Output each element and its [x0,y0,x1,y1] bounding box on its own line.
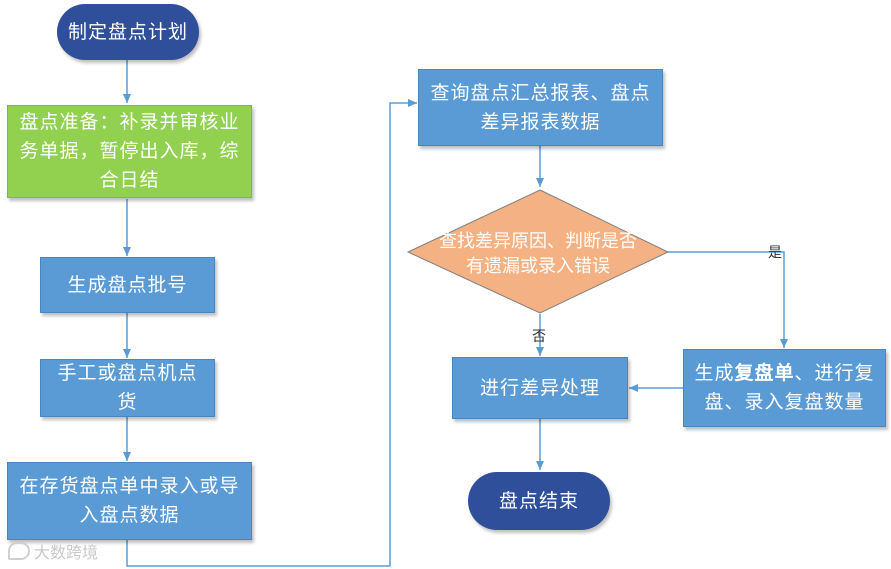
recount-text-bold: 复盘单 [734,362,795,384]
start-node-label: 制定盘点计划 [67,20,188,43]
recount-text-pre: 生成 [694,362,735,384]
count-node: 手工或盘点机点货 [40,359,215,417]
count-node-label: 手工或盘点机点货 [57,362,198,413]
input-node-label: 在存货盘点单中录入或导入盘点数据 [19,475,240,526]
recount-node: 生成复盘单、进行复盘、录入复盘数量 [683,349,886,427]
end-node-label: 盘点结束 [498,489,579,512]
decision-diamond [406,189,670,314]
watermark: 大数跨境 [8,539,98,563]
end-node: 盘点结束 [468,472,610,530]
query-node: 查询盘点汇总报表、盘点差异报表数据 [418,69,663,146]
query-node-label: 查询盘点汇总报表、盘点差异报表数据 [430,81,651,133]
recount-node-label: 生成复盘单、进行复盘、录入复盘数量 [688,359,881,417]
watermark-logo-icon [8,542,30,560]
batch-node: 生成盘点批号 [40,257,215,313]
watermark-text: 大数跨境 [34,543,99,562]
decision-node: 查找差异原因、判断是否有遗漏或录入错误 [408,224,668,284]
arrow-decision-yes-to-recount [668,251,788,348]
decision-node-label: 查找差异原因、判断是否有遗漏或录入错误 [439,231,637,277]
no-label: 否 [532,329,546,345]
batch-node-label: 生成盘点批号 [67,273,188,296]
yes-label: 是 [768,245,782,261]
recount-text-post: 、进行复盘、录入复盘数量 [704,362,875,413]
prepare-node: 盘点准备：补录并审核业务单据，暂停出入库，综合日结 [7,105,252,198]
process-node: 进行差异处理 [452,357,628,419]
input-node: 在存货盘点单中录入或导入盘点数据 [7,462,252,540]
prepare-node-label: 盘点准备：补录并审核业务单据，暂停出入库，综合日结 [19,111,240,191]
process-node-label: 进行差异处理 [479,376,600,399]
arrow-input-to-query [126,99,417,567]
start-node: 制定盘点计划 [57,4,199,60]
